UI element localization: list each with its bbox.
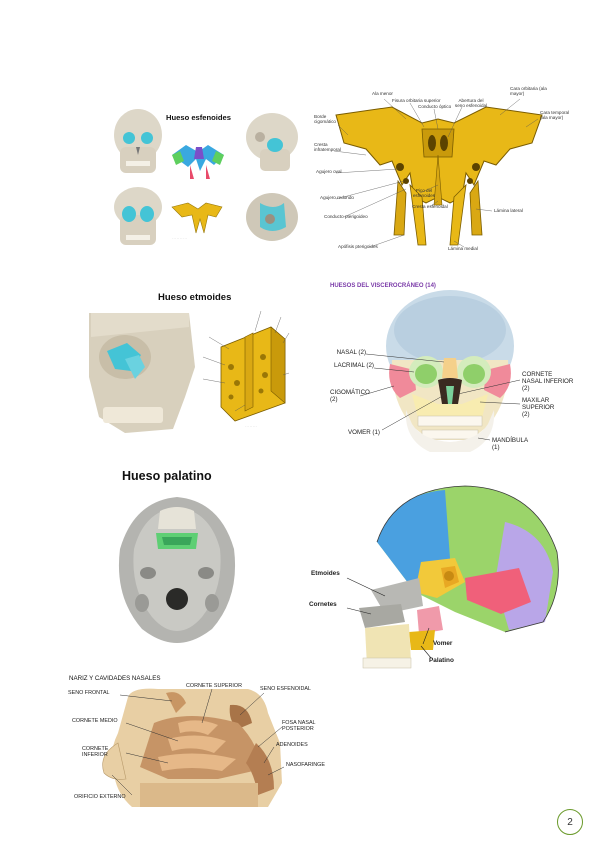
label-vis-mandibula: MANDÍBULA (1): [492, 437, 528, 451]
ethmoid-illustration: [89, 310, 290, 433]
lateral-skull-panel: Etmoides Cornetes Vomer Palatino: [305, 482, 565, 672]
label-fisura-orbitaria: Fisura orbitaria superior: [392, 98, 441, 103]
palatine-panel: [112, 493, 242, 643]
sphenoid-detail-panel: Ala menor Fisura orbitaria superior Cond…: [314, 85, 569, 260]
nasal-cavity-title: NARIZ Y CAVIDADES NASALES: [69, 675, 161, 682]
label-nas-nasofaringe: NASOFARINGE: [286, 762, 325, 768]
label-ala-menor: Ala menor: [372, 91, 393, 96]
label-vis-lacrimal: LACRIMAL (2): [334, 362, 374, 369]
label-nas-cornete-medio: CORNETE MEDIO: [72, 718, 118, 724]
label-vis-cigomatico: CIGOMÁTICO (2): [330, 389, 370, 403]
skull-front-illustration: [114, 109, 162, 173]
ethmoid-skull-illustration: [89, 313, 195, 433]
label-pico-esfenoides: Pico del esfenoides: [412, 188, 436, 198]
label-nas-adenoides: ADENOIDES: [276, 742, 308, 748]
skull-lateral-illustration: [246, 113, 298, 171]
label-vis-nasal: NASAL (2): [336, 349, 366, 356]
label-lat-etmoides: Etmoides: [311, 570, 340, 577]
label-lat-palatino: Palatino: [429, 657, 454, 664]
label-lat-cornetes: Cornetes: [309, 601, 337, 608]
label-nas-seno-frontal: SENO FRONTAL: [68, 690, 110, 696]
palatine-title: Hueso palatino: [122, 469, 212, 483]
label-agujero-redondo: Agujero redondo: [320, 195, 354, 200]
label-nas-cornete-superior: CORNETE SUPERIOR: [186, 683, 243, 689]
label-nas-orificio-externo: ORIFICIO EXTERNO: [74, 794, 126, 800]
label-cara-temporal: Cara temporal (ala mayor): [540, 110, 570, 120]
label-borde-cigomatico: Borde cigomático: [314, 114, 336, 124]
label-lamina-lateral: Lámina lateral: [494, 208, 523, 213]
ethmoid-title: Hueso etmoides: [158, 292, 232, 303]
ethmoid-caption-1: · · · · · · · ·: [245, 425, 257, 428]
label-vis-maxilar: MAXILAR SUPERIOR (2): [522, 397, 555, 418]
label-lat-vomer: Vomer: [433, 640, 453, 647]
label-conducto-pterigoideo: Conducto pterigoideo: [324, 214, 368, 219]
label-cresta-infratemporal: Cresta infratemporal: [314, 142, 341, 152]
nasal-cavity-panel: SENO FRONTAL CORNETE SUPERIOR SENO ESFEN…: [68, 683, 340, 808]
label-nas-seno-esfenoidal: SENO ESFENOIDAL: [260, 686, 311, 692]
ethmoid-bone-illustration: [202, 310, 290, 422]
viscerocranium-skull-illustration: [359, 290, 521, 452]
label-apofisis-pterigoides: Apófisis pterigoides: [338, 244, 378, 249]
palatine-skull-illustration: [118, 497, 236, 643]
label-vis-vomer: VOMER (1): [348, 429, 380, 436]
skull-front-lower-illustration: [114, 187, 162, 245]
label-conducto-optico: Conducto óptico: [418, 104, 452, 109]
label-nas-cornete-inferior: CORNETE INFERIOR: [82, 746, 109, 758]
nasal-cavity-illustration: [102, 688, 285, 807]
sphenoid-collage-panel: Hueso esfenoides · · · · · · · · · ·: [110, 107, 300, 250]
lateral-skull-illustration: [346, 485, 559, 669]
sphenoid-yellow-small-illustration: [171, 202, 223, 234]
sphenoid-colored-illustration: [172, 145, 224, 179]
label-cresta-esfenoidal: Cresta esfenoidal: [412, 204, 448, 209]
sphenoid-collage-illustration: [114, 109, 298, 245]
label-nas-fosa-nasal: FOSA NASAL POSTERIOR: [282, 720, 316, 732]
sphenoid-collage-caption: · · · · · · · · · ·: [172, 237, 188, 240]
label-abertura-seno: Abertura del seno esfenoidal: [454, 98, 488, 108]
viscerocranium-panel: NASAL (2) LACRIMAL (2) CIGOMÁTICO (2) VO…: [330, 290, 573, 460]
page-number-badge: 2: [557, 809, 583, 835]
sphenoid-collage-title: Hueso esfenoides: [166, 113, 231, 122]
label-lamina-medial: Lámina medial: [448, 246, 478, 251]
viscerocranium-title: HUESOS DEL VISCEROCRÁNEO (14): [330, 283, 436, 289]
label-cara-orbitaria: Cara orbitaria (ala mayor): [510, 86, 547, 96]
sphenoid-detail-illustration: [333, 98, 543, 248]
skull-base-illustration: [246, 193, 298, 241]
label-agujero-oval: Agujero oval: [316, 169, 342, 174]
ethmoid-panel: · · · · · · · ·: [85, 307, 310, 437]
label-vis-cornete: CORNETE NASAL INFERIOR (2): [522, 371, 574, 392]
